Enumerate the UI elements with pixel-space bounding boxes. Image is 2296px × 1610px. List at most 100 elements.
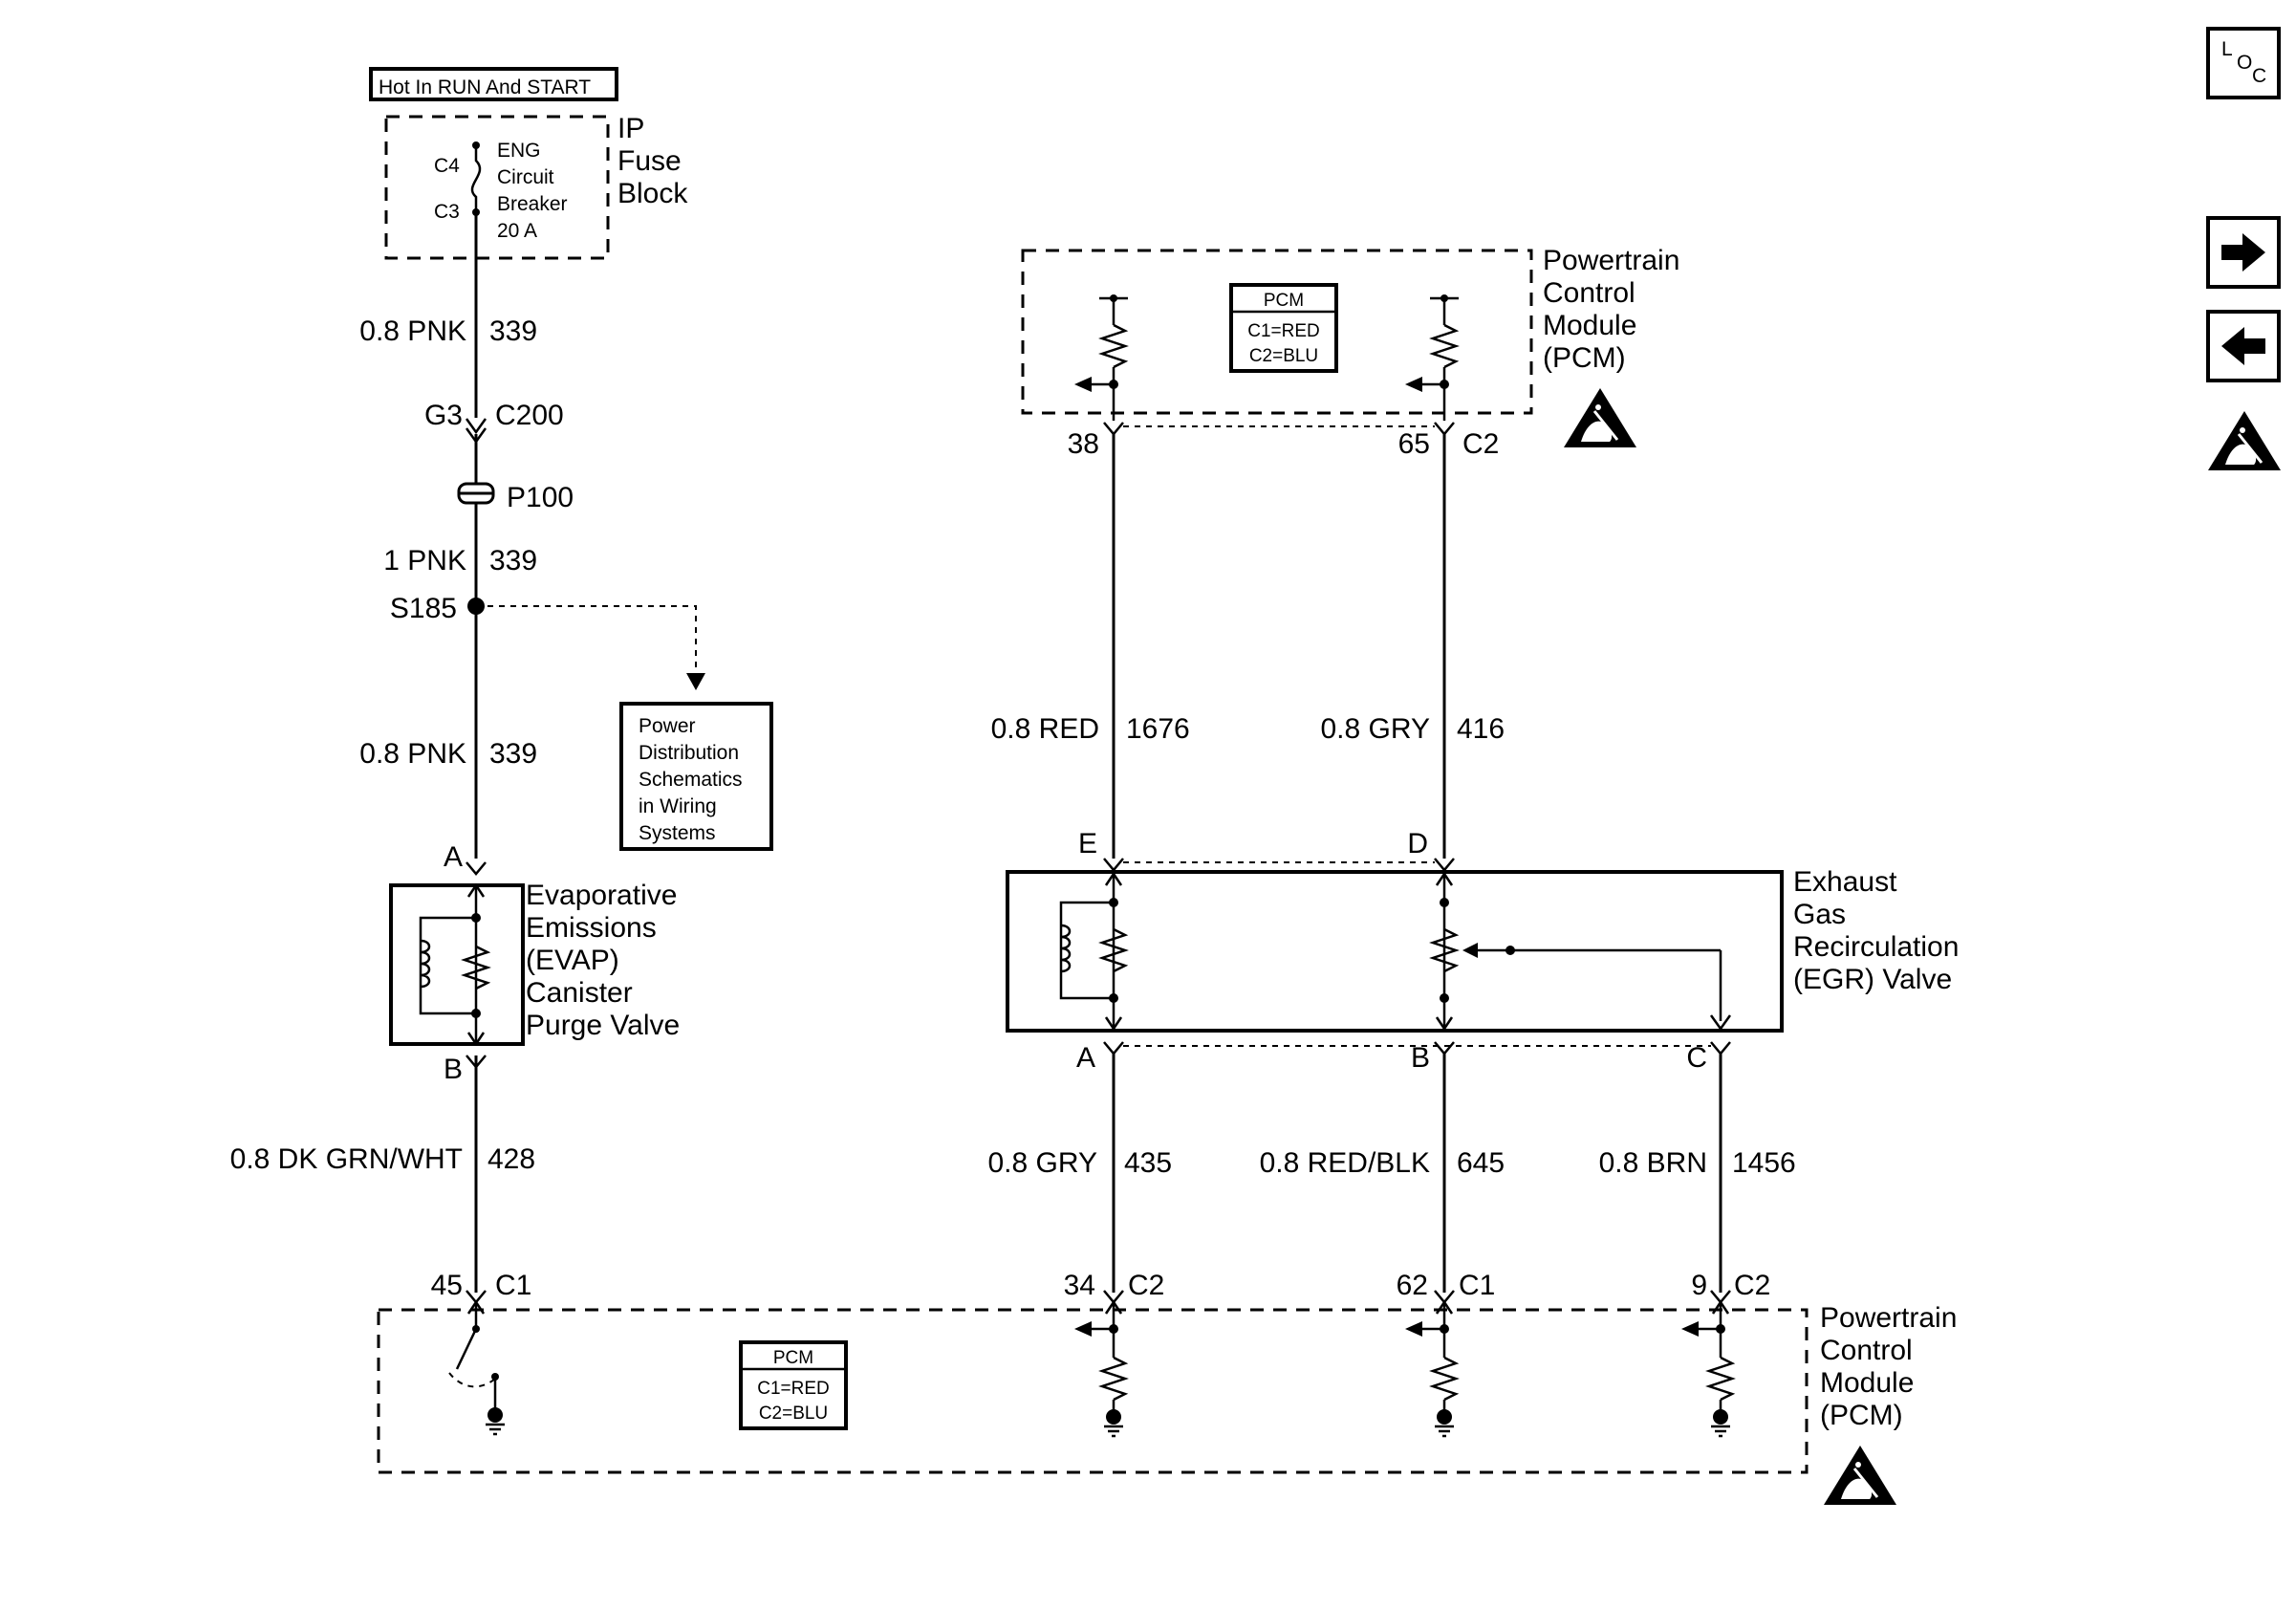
svg-text:Gas: Gas [1793,899,1846,930]
svg-text:(PCM): (PCM) [1543,342,1626,374]
svg-text:339: 339 [489,315,537,347]
esd-info-button[interactable] [2206,409,2283,472]
egr-valve: E D Exhaust Gas Recirculation (EGR) Valv… [1006,828,1959,1074]
arrow-right-icon [2221,233,2265,272]
svg-text:20 A: 20 A [497,220,537,242]
previous-page-button[interactable] [2206,310,2281,382]
next-page-button[interactable] [2206,216,2281,289]
svg-text:(EVAP): (EVAP) [526,945,619,976]
arrow-left-icon [2221,327,2265,365]
svg-text:C1=RED: C1=RED [1247,321,1320,341]
svg-text:Control: Control [1543,277,1635,309]
svg-text:45: 45 [431,1270,463,1301]
svg-text:0.8 RED/BLK: 0.8 RED/BLK [1260,1147,1430,1179]
wire-1456-label: 0.8 BRN 1456 [1599,1147,1796,1179]
svg-text:Hot In RUN And START: Hot In RUN And START [379,76,591,98]
svg-text:PCM: PCM [773,1348,813,1368]
svg-text:Distribution: Distribution [639,742,739,764]
svg-text:339: 339 [489,545,537,577]
evap-canister-purge-valve: A Evaporative Emissions (EVAP) Canister … [389,841,680,1085]
svg-text:C1: C1 [1459,1270,1495,1301]
svg-text:Circuit: Circuit [497,166,554,188]
svg-text:L: L [2221,38,2233,60]
svg-text:E: E [1078,828,1097,859]
svg-text:Module: Module [1543,310,1636,341]
svg-text:0.8 BRN: 0.8 BRN [1599,1147,1707,1179]
svg-text:Recirculation: Recirculation [1793,931,1959,963]
svg-text:C3: C3 [434,201,460,223]
svg-text:O: O [2237,52,2252,74]
svg-text:D: D [1407,828,1428,859]
svg-text:PCM: PCM [1264,291,1304,311]
svg-text:C2=BLU: C2=BLU [759,1403,828,1424]
svg-text:C200: C200 [495,400,564,431]
svg-text:A: A [444,841,463,873]
svg-text:Systems: Systems [639,822,716,844]
svg-text:C1: C1 [495,1270,531,1301]
svg-text:416: 416 [1457,713,1505,745]
svg-text:1456: 1456 [1732,1147,1796,1179]
svg-text:Emissions: Emissions [526,912,657,944]
svg-text:IP: IP [617,113,644,144]
splice-s185: S185 [390,593,705,690]
esd-warning-icon [1562,386,1638,449]
svg-text:A: A [1076,1042,1095,1074]
svg-text:0.8 PNK: 0.8 PNK [359,738,466,770]
svg-text:Module: Module [1820,1367,1914,1399]
svg-text:62: 62 [1397,1270,1428,1301]
wire-1676-label: 0.8 RED 1676 [991,713,1190,745]
svg-text:Powertrain: Powertrain [1820,1302,1957,1334]
svg-text:Breaker: Breaker [497,193,568,215]
svg-text:C2: C2 [1462,428,1499,460]
pcm-top-module: PCM C1=RED C2=BLU Powertrain Control Mod… [1021,245,1679,421]
svg-text:in Wiring: in Wiring [639,795,717,817]
svg-text:S185: S185 [390,593,457,624]
power-distribution-reference: Power Distribution Schematics in Wiring … [619,702,773,851]
svg-text:B: B [444,1054,463,1085]
svg-text:34: 34 [1064,1270,1095,1301]
svg-text:Evaporative: Evaporative [526,880,677,911]
wire-435-label: 0.8 GRY 435 [987,1147,1172,1179]
svg-text:C: C [2252,65,2266,87]
wire-339-segment2-label: 1 PNK 339 [383,545,537,577]
svg-text:1 PNK: 1 PNK [383,545,466,577]
svg-text:339: 339 [489,738,537,770]
svg-text:B: B [1411,1042,1430,1074]
eng-circuit-breaker: C4 C3 ENG Circuit Breaker 20 A [434,140,568,242]
svg-text:9: 9 [1691,1270,1707,1301]
svg-text:P100: P100 [507,482,574,513]
svg-text:Purge Valve: Purge Valve [526,1010,680,1041]
svg-text:(PCM): (PCM) [1820,1400,1903,1431]
svg-text:C: C [1686,1042,1707,1074]
svg-text:0.8 GRY: 0.8 GRY [1320,713,1430,745]
svg-text:435: 435 [1124,1147,1172,1179]
svg-text:1676: 1676 [1126,713,1190,745]
svg-text:Powertrain: Powertrain [1543,245,1679,276]
wire-645-label: 0.8 RED/BLK 645 [1260,1147,1505,1179]
esd-warning-icon [2206,409,2283,472]
connector-p100: P100 [457,482,574,513]
svg-text:Schematics: Schematics [639,769,743,791]
pcm-bottom-module: 45 C1 34 C2 62 C1 9 C2 PCM C1=RED C2=BLU [377,1270,1957,1474]
svg-text:C1=RED: C1=RED [757,1379,830,1399]
svg-text:ENG: ENG [497,140,541,162]
svg-text:C2: C2 [1128,1270,1164,1301]
svg-text:Fuse: Fuse [617,145,682,177]
svg-text:Control: Control [1820,1335,1913,1366]
wire-339-segment1-label: 0.8 PNK 339 [359,315,537,347]
svg-text:0.8 DK GRN/WHT: 0.8 DK GRN/WHT [230,1143,463,1175]
svg-text:C4: C4 [434,155,460,177]
loc-button[interactable]: L O C [2206,27,2281,99]
hot-in-run-start-label: Hot In RUN And START [369,67,618,101]
svg-text:G3: G3 [424,400,463,431]
svg-text:645: 645 [1457,1147,1505,1179]
esd-warning-icon [1822,1444,1898,1507]
svg-text:0.8 PNK: 0.8 PNK [359,315,466,347]
svg-text:Power: Power [639,715,696,737]
svg-text:0.8 GRY: 0.8 GRY [987,1147,1097,1179]
svg-text:Block: Block [617,178,688,209]
svg-text:0.8 RED: 0.8 RED [991,713,1099,745]
wire-339-segment3-label: 0.8 PNK 339 [359,738,537,770]
svg-text:428: 428 [487,1143,535,1175]
